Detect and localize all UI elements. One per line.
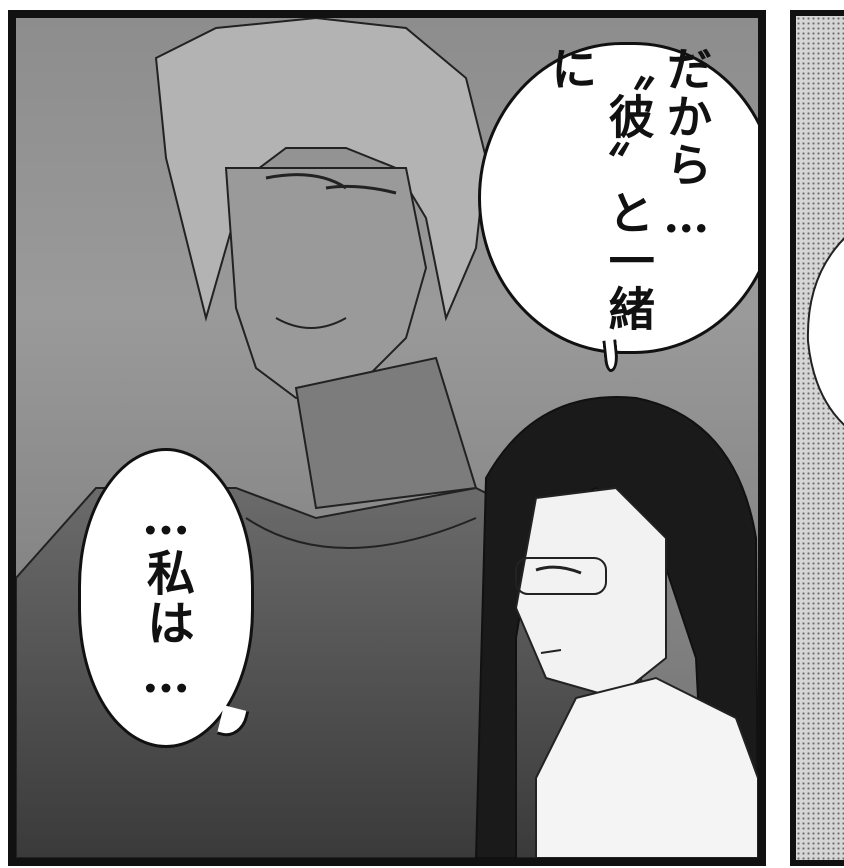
speech-line: だから… (659, 45, 714, 245)
panel-artwork (16, 18, 758, 858)
speech-bubble-bottom: …私は… (78, 448, 254, 748)
man-face (224, 167, 428, 400)
speech-bubble-top: だから… 〝彼〟と一緒に (478, 42, 758, 354)
adjacent-panel-artwork (806, 237, 844, 427)
speech-line: …私は… (138, 490, 194, 706)
speech-text-bottom: …私は… (136, 490, 196, 706)
woman-shoulder (535, 676, 758, 858)
speech-text-top: だから… 〝彼〟と一緒に (542, 45, 715, 351)
main-panel: だから… 〝彼〟と一緒に …私は… (8, 10, 766, 866)
speech-line: 〝彼〟と一緒に (544, 45, 656, 333)
adjacent-panel (790, 10, 844, 866)
glasses (515, 557, 607, 595)
